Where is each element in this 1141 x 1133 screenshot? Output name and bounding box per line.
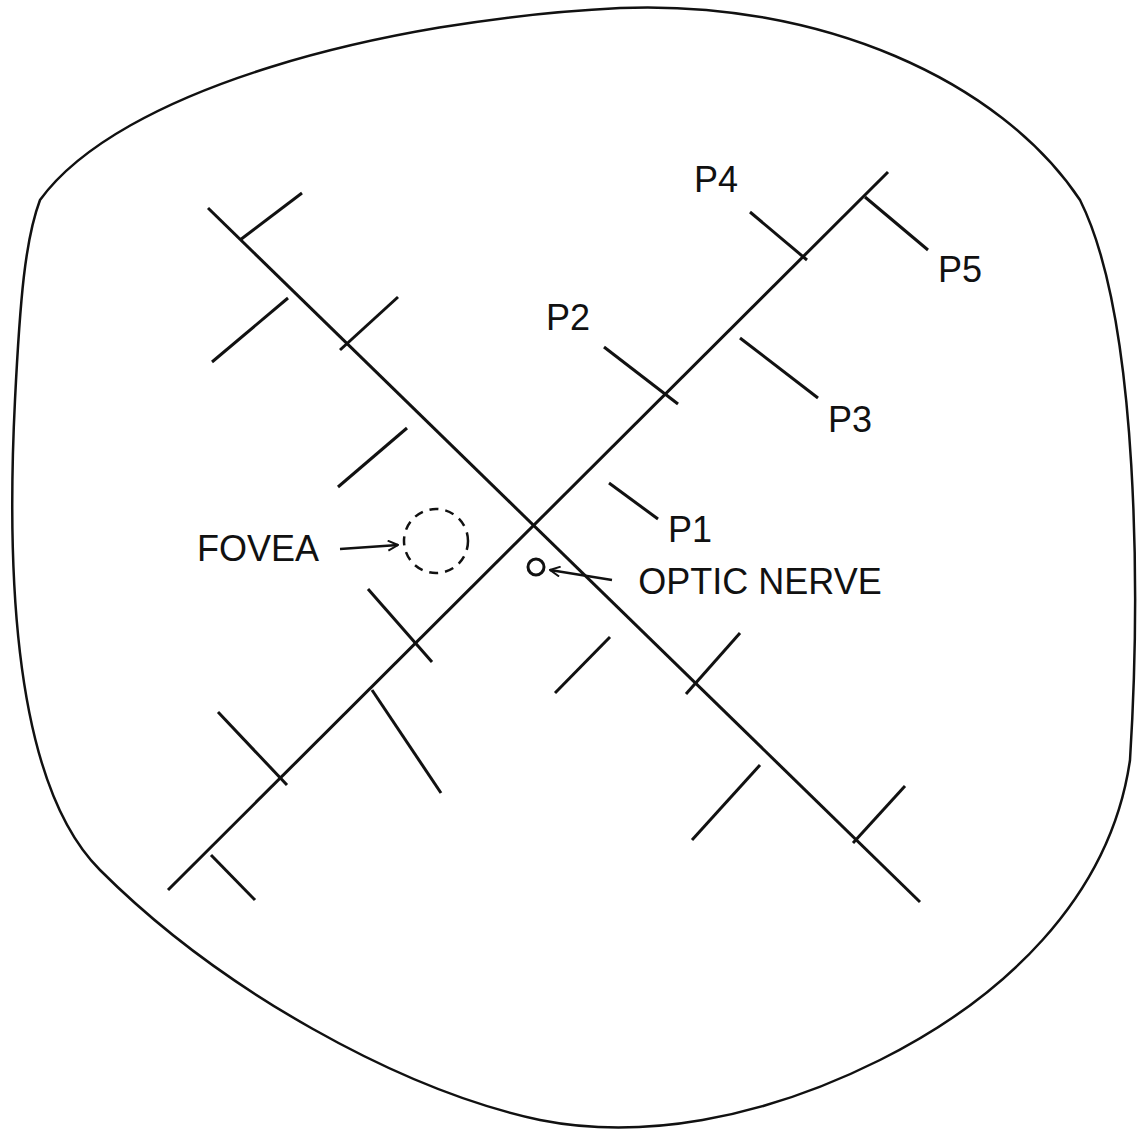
retina-outline [12,7,1135,1127]
leader-arrow [340,545,398,549]
label: P2 [542,298,594,338]
label: P4 [690,160,742,200]
blood-vessels [168,172,928,902]
label: P3 [824,400,876,440]
optic-disc [528,559,544,575]
label: P5 [934,250,986,290]
leader-arrow [550,570,612,580]
label: P1 [664,510,716,550]
fovea-circle [404,509,468,573]
label: OPTIC NERVE [634,562,885,602]
label: FOVEA [193,529,323,569]
